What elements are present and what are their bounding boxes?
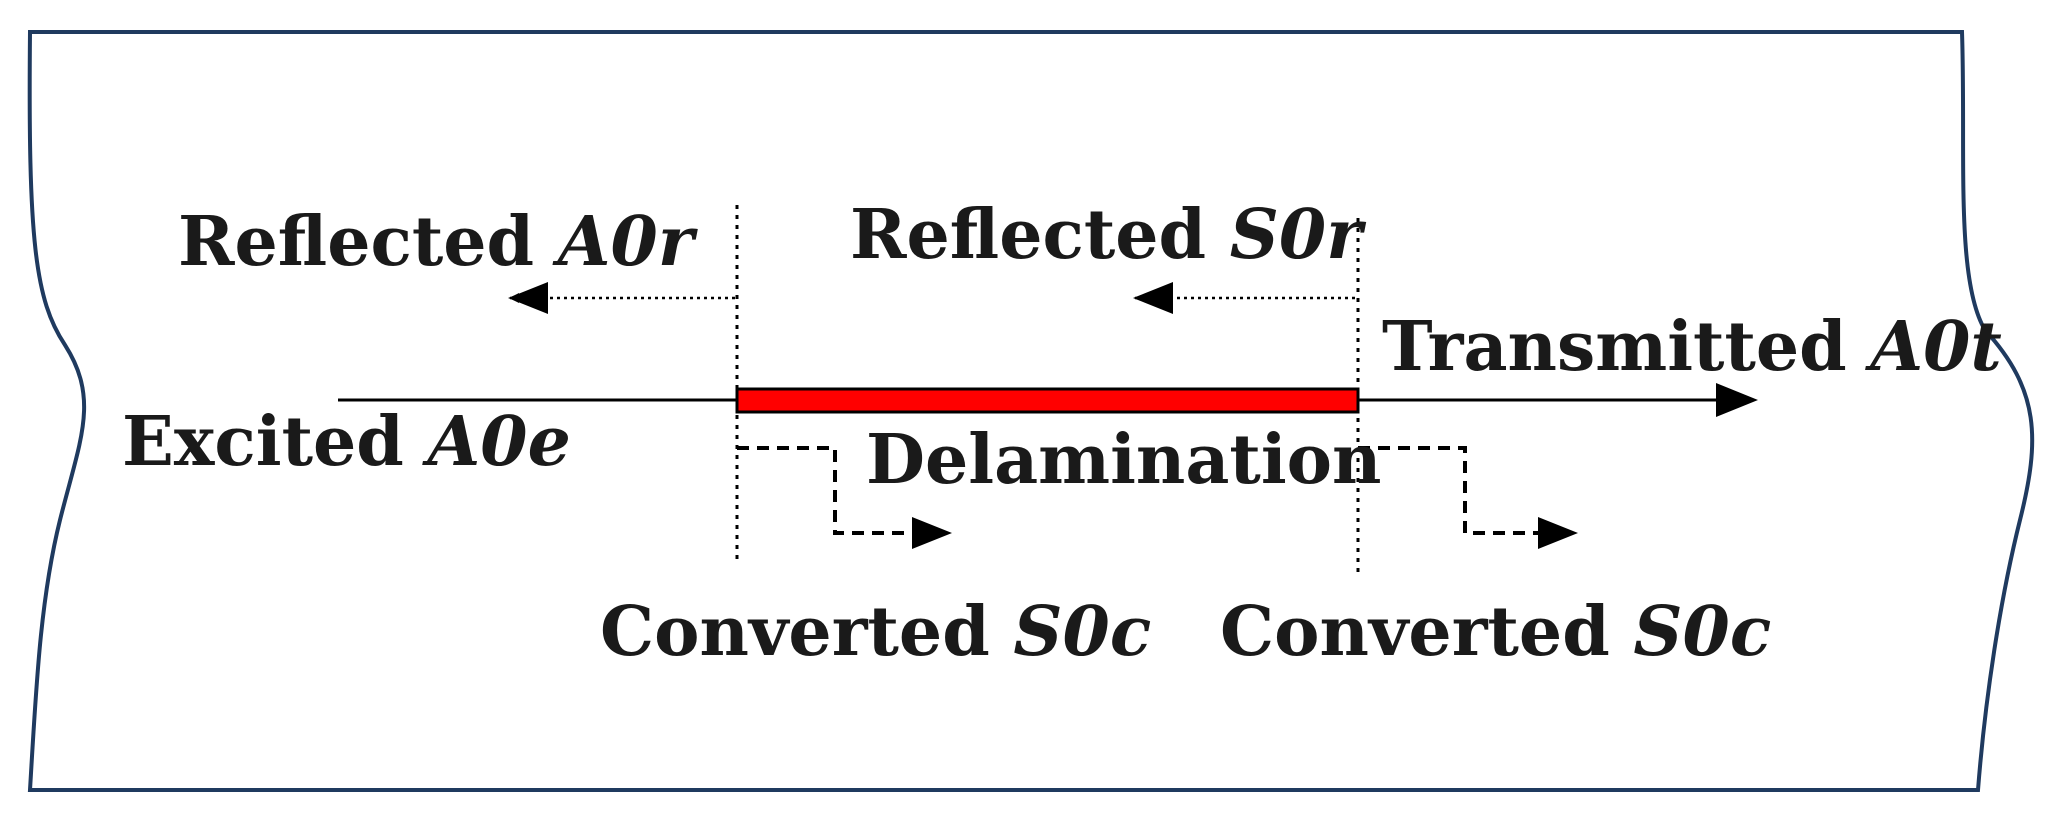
transmitted-a0-label: Transmitted A0t [1382, 307, 2002, 387]
reflected-s0-label: Reflected S0r [850, 195, 1366, 275]
converted-s0-left-path [737, 446, 915, 535]
converted-s0-right-label: Converted S0c [1220, 592, 1771, 672]
transmitted-a0-arrowhead [1716, 383, 1758, 417]
excited-a0-label: Excited A0e [122, 402, 571, 482]
converted-s0-right-path [1358, 446, 1540, 535]
reflected-s0-arrowhead [1133, 282, 1173, 314]
converted-s0-right-arrowhead [1538, 517, 1578, 549]
reflected-a0-arrowhead [508, 282, 548, 314]
delamination-bar [735, 387, 1360, 414]
converted-s0-left-label: Converted S0c [600, 592, 1151, 672]
plate-outline [27, 30, 2035, 792]
reflected-a0-label: Reflected A0r [178, 202, 698, 282]
delamination-label: Delamination [866, 420, 1381, 500]
converted-s0-left-arrowhead [912, 517, 952, 549]
